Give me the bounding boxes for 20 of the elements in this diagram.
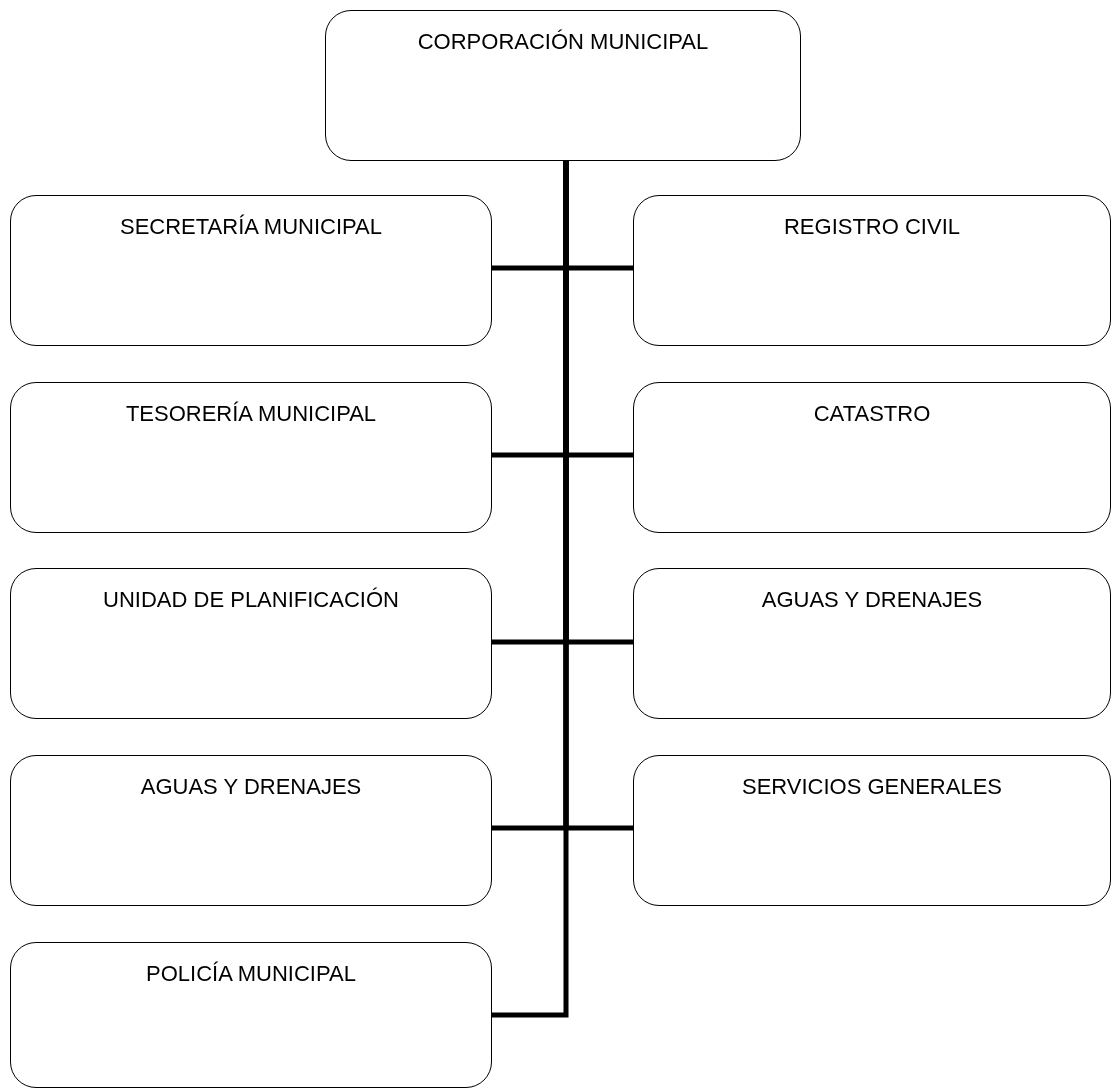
org-box bbox=[325, 10, 801, 161]
unit-name: AGUAS Y DRENAJES bbox=[761, 587, 983, 613]
unit-name: UNIDAD DE PLANIFICACIÓN bbox=[103, 587, 399, 613]
org-box bbox=[10, 568, 492, 719]
org-box bbox=[633, 568, 1111, 719]
org-box bbox=[10, 755, 492, 906]
unit-name: SECRETARÍA MUNICIPAL bbox=[120, 214, 382, 240]
org-box bbox=[10, 942, 492, 1088]
unit-name: SERVICIOS GENERALES bbox=[742, 774, 1002, 800]
unit-name: CORPORACIÓN MUNICIPAL bbox=[417, 29, 709, 55]
org-box bbox=[10, 195, 492, 346]
unit-name: CATASTRO bbox=[813, 401, 931, 427]
unit-name: AGUAS Y DRENAJES bbox=[140, 774, 362, 800]
unit-name: REGISTRO CIVIL bbox=[783, 214, 960, 240]
org-box bbox=[633, 382, 1111, 533]
unit-name: POLICÍA MUNICIPAL bbox=[146, 961, 356, 987]
org-box bbox=[633, 195, 1111, 346]
unit-name: TESORERÍA MUNICIPAL bbox=[125, 401, 377, 427]
org-box bbox=[10, 382, 492, 533]
org-box bbox=[633, 755, 1111, 906]
